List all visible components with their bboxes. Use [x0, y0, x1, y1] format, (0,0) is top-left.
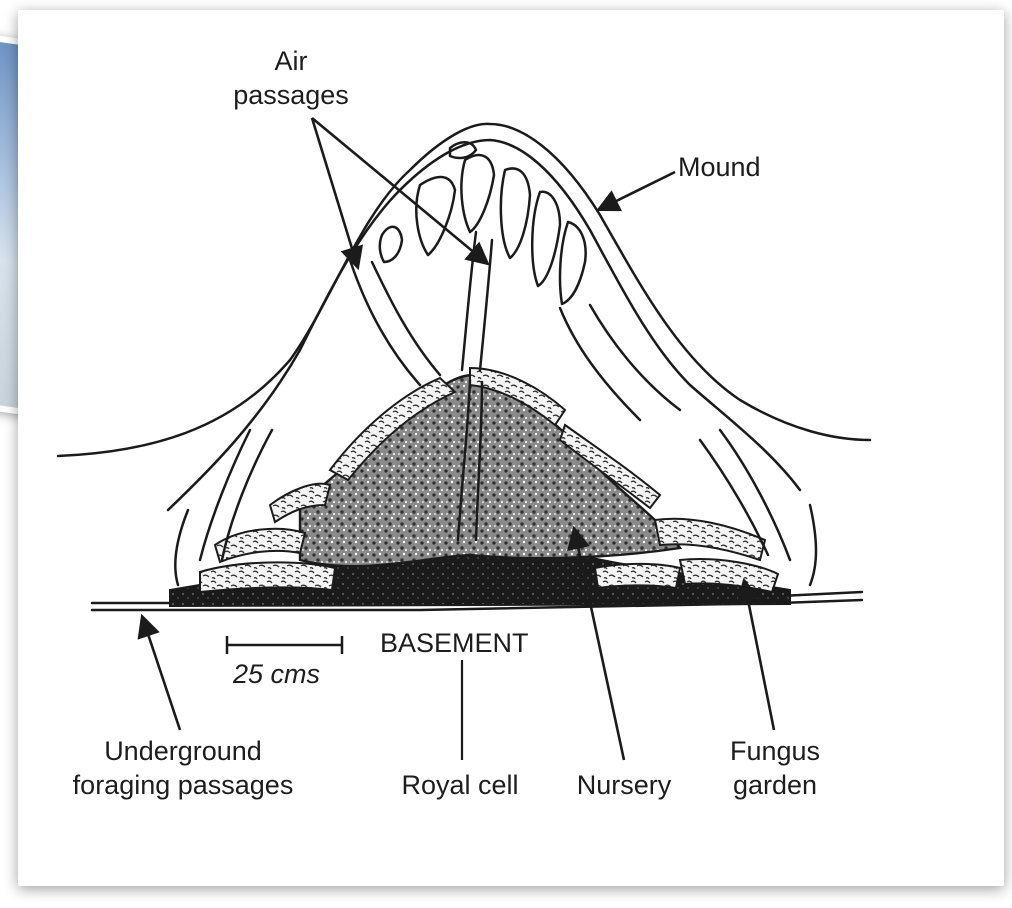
label-air-passages-line1: Air	[275, 46, 308, 76]
label-fungus-line2: garden	[733, 770, 817, 800]
label-mound: Mound	[678, 152, 761, 182]
label-royal-cell: Royal cell	[401, 770, 518, 800]
label-air-passages-line2: passages	[233, 80, 349, 110]
label-underground-line2: foraging passages	[73, 770, 294, 800]
label-nursery: Nursery	[577, 770, 672, 800]
label-fungus-line1: Fungus	[730, 736, 820, 766]
label-underground-line1: Underground	[104, 736, 262, 766]
label-scale: 25 cms	[232, 659, 320, 689]
scale-bar	[227, 636, 342, 654]
label-basement: BASEMENT	[380, 628, 529, 658]
